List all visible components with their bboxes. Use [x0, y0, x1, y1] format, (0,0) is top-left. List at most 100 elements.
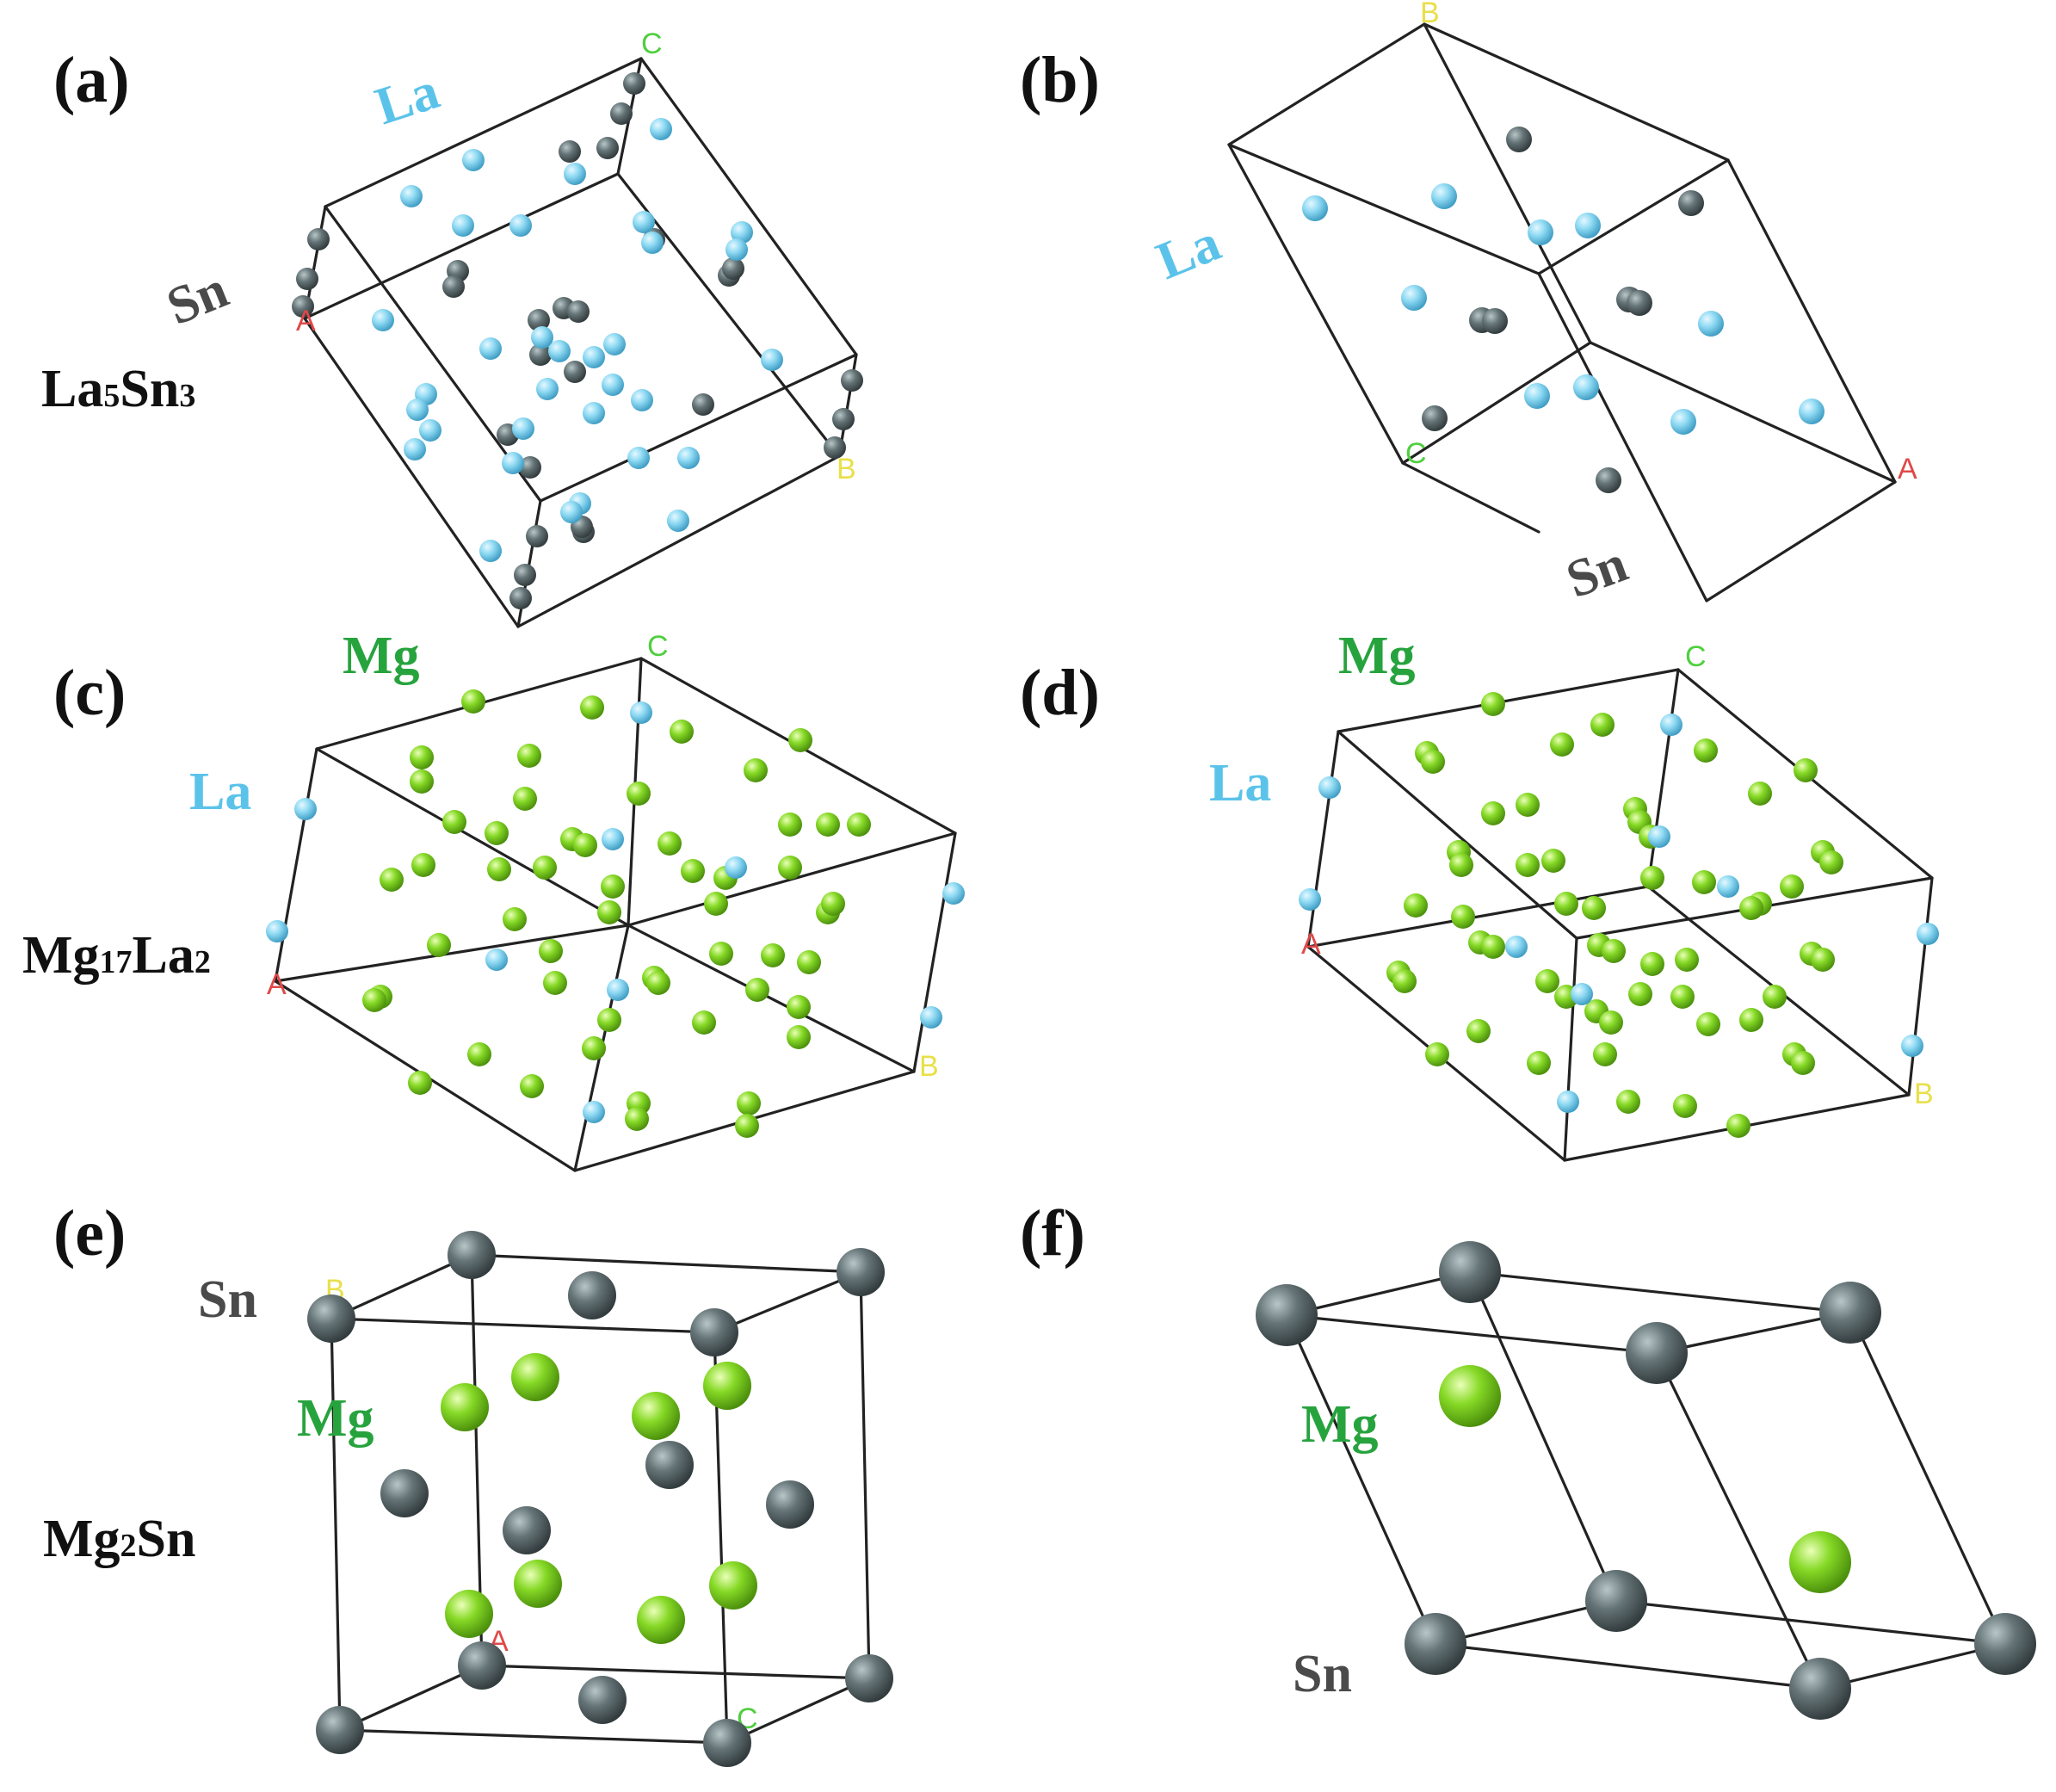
panel-d-mg-atom	[1640, 952, 1664, 976]
panel-a-edge	[516, 454, 841, 628]
panel-a-edge	[639, 57, 858, 356]
axis-c-label-a: C	[641, 28, 663, 60]
panel-c-mg-atom	[625, 1107, 649, 1131]
panel-f-sn-atom	[1405, 1613, 1466, 1675]
axis-a-label-b: A	[1898, 453, 1917, 485]
panel-f-edge	[1468, 1270, 1618, 1603]
panel-d-mg-atom	[1481, 801, 1505, 825]
panel-b-sn-atom	[1627, 290, 1652, 316]
panel-d-mg-atom	[1748, 782, 1772, 806]
panel-c-mg-atom	[646, 971, 670, 995]
panel-d-mg-atom	[1554, 892, 1578, 916]
panel-f-sn-atom	[1789, 1658, 1851, 1720]
panel-f-edge	[1434, 1642, 1822, 1690]
panel-b-edge	[1705, 480, 1897, 602]
panel-tag-a: (a)	[53, 44, 130, 116]
panel-c-mg-atom	[778, 813, 802, 837]
panel-c-edge	[627, 924, 916, 1073]
panel-f-sn-atom	[1974, 1613, 2036, 1675]
panel-c-mg-atom	[410, 745, 434, 769]
panel-f-sn-atom	[1626, 1322, 1688, 1384]
panel-a-la-atom	[560, 501, 583, 523]
panel-a-la-atom	[631, 389, 653, 411]
label-mg-f: Mg	[1301, 1395, 1379, 1454]
panel-a-la-atom	[627, 447, 650, 469]
panel-c-mg-atom	[380, 868, 404, 892]
panel-d-mg-atom	[1449, 853, 1473, 877]
panel-c-mg-atom	[704, 892, 728, 916]
panel-e-sn-atom	[837, 1248, 885, 1296]
panel-a-la-atom	[548, 340, 571, 362]
panel-d-la-atom	[1660, 714, 1682, 736]
panel-a-la-atom	[479, 337, 502, 360]
panel-a-la-atom	[761, 349, 783, 371]
panel-c-mg-atom	[692, 1010, 716, 1035]
panel-e-edge	[330, 1253, 473, 1320]
panel-c-mg-atom	[735, 1114, 759, 1138]
panel-f-edge	[1818, 1642, 2007, 1690]
panel-b-la-atom	[1573, 374, 1599, 400]
axis-c-label-b: C	[1405, 437, 1427, 470]
panel-c-edge	[315, 747, 630, 927]
panel-c-mg-atom	[744, 758, 768, 782]
panel-c-mg-atom	[627, 782, 651, 806]
panel-a-la-atom	[512, 417, 534, 440]
panel-d-mg-atom	[1739, 1008, 1763, 1032]
panel-d-mg-atom	[1451, 905, 1475, 929]
panel-c-mg-atom	[601, 874, 625, 899]
panel-f-edge	[1285, 1313, 1437, 1646]
panel-f-sn-atom	[1256, 1284, 1318, 1346]
panel-d-mg-atom	[1616, 1090, 1640, 1114]
panel-a-sn-atom	[526, 525, 548, 547]
panel-d-la-atom	[1571, 983, 1593, 1005]
label-mg-c: Mg	[343, 627, 420, 685]
formula-la5sn3: La5Sn3	[41, 360, 195, 418]
panel-f-edge	[1468, 1270, 1852, 1314]
panel-d-mg-atom	[1670, 985, 1695, 1009]
panel-d-mg-atom	[1780, 874, 1804, 899]
panel-d-mg-atom	[1481, 692, 1505, 716]
panel-a-la-atom	[372, 309, 394, 331]
panel-f-sn-atom	[1439, 1241, 1501, 1303]
panel-b-edge	[1589, 341, 1897, 484]
panel-c-mg-atom	[821, 892, 845, 916]
panel-c-mg-atom	[787, 1025, 811, 1049]
panel-d-mg-atom	[1602, 939, 1626, 963]
panel-f-sn-atom	[1585, 1570, 1647, 1632]
panel-d-la-atom	[1557, 1091, 1579, 1113]
panel-d-mg17la2-cell: ABC	[1299, 640, 1939, 1162]
panel-a-la-atom	[641, 232, 664, 254]
panel-c-mg-atom	[797, 950, 821, 974]
formula-mg2sn: Mg2Sn	[43, 1510, 196, 1568]
panel-a-la-atom	[564, 163, 586, 185]
panel-e-edge	[859, 1270, 871, 1680]
panel-a-la-atom	[650, 118, 672, 140]
panel-f-edge	[1615, 1599, 2007, 1646]
panel-c-mg-atom	[411, 853, 435, 877]
panel-a-edge	[324, 205, 542, 503]
panel-e-edge	[330, 1317, 716, 1334]
panel-e-sn-atom	[578, 1676, 627, 1724]
panel-b-la-atom	[1528, 219, 1553, 245]
panel-a-la-atom	[583, 402, 605, 424]
panel-c-mg-atom	[847, 813, 871, 837]
label-mg-e: Mg	[297, 1389, 374, 1448]
panel-a-sn-atom	[296, 268, 318, 290]
panel-d-edge	[1337, 730, 1578, 940]
panel-d-edge	[1907, 876, 1934, 1097]
panel-d-mg-atom	[1640, 866, 1664, 890]
panel-c-mg-atom	[787, 995, 811, 1019]
panel-c-mg-atom	[533, 856, 557, 880]
panel-c-mg-atom	[816, 813, 840, 837]
panel-tag-b: (b)	[1020, 44, 1100, 116]
axis-b-label-d: B	[1914, 1078, 1934, 1110]
panel-d-la-atom	[1917, 923, 1939, 945]
axis-c-label-c: C	[647, 630, 669, 663]
panel-e-mg-atom	[703, 1362, 751, 1410]
panel-e-sn-atom	[503, 1506, 551, 1554]
panel-a-la-atom	[419, 419, 441, 442]
panel-d-mg-atom	[1590, 713, 1615, 737]
panel-c-la-atom	[583, 1101, 605, 1123]
panel-d-mg-atom	[1392, 969, 1417, 993]
